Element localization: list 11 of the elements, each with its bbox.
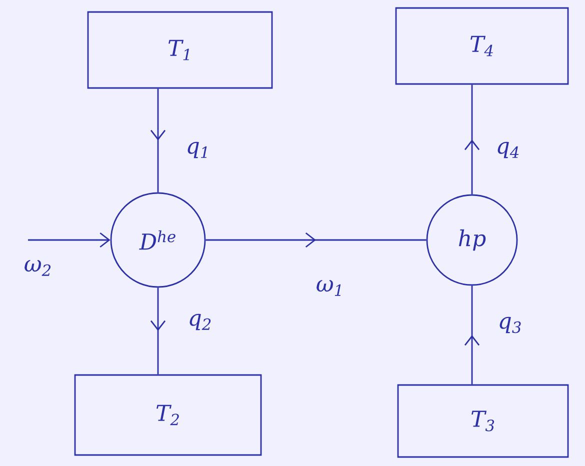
reservoir-box: T$_{1}$ (87, 11, 273, 89)
reservoir-box: T$_{2}$ (74, 374, 262, 456)
edge-label: q$_{1}$ (188, 142, 207, 158)
edge-label: q$_{4}$ (498, 142, 519, 158)
reservoir-box: T$_{4}$ (395, 7, 569, 85)
edge-label: ω$_{2}$ (24, 260, 51, 276)
reservoir-box: T$_{3}$ (397, 384, 569, 458)
edge-label: q$_{3}$ (500, 316, 521, 334)
edge-label: ω$_{1}$ (316, 280, 341, 296)
edge-label: q$_{2}$ (190, 314, 211, 330)
arrow (28, 232, 110, 248)
